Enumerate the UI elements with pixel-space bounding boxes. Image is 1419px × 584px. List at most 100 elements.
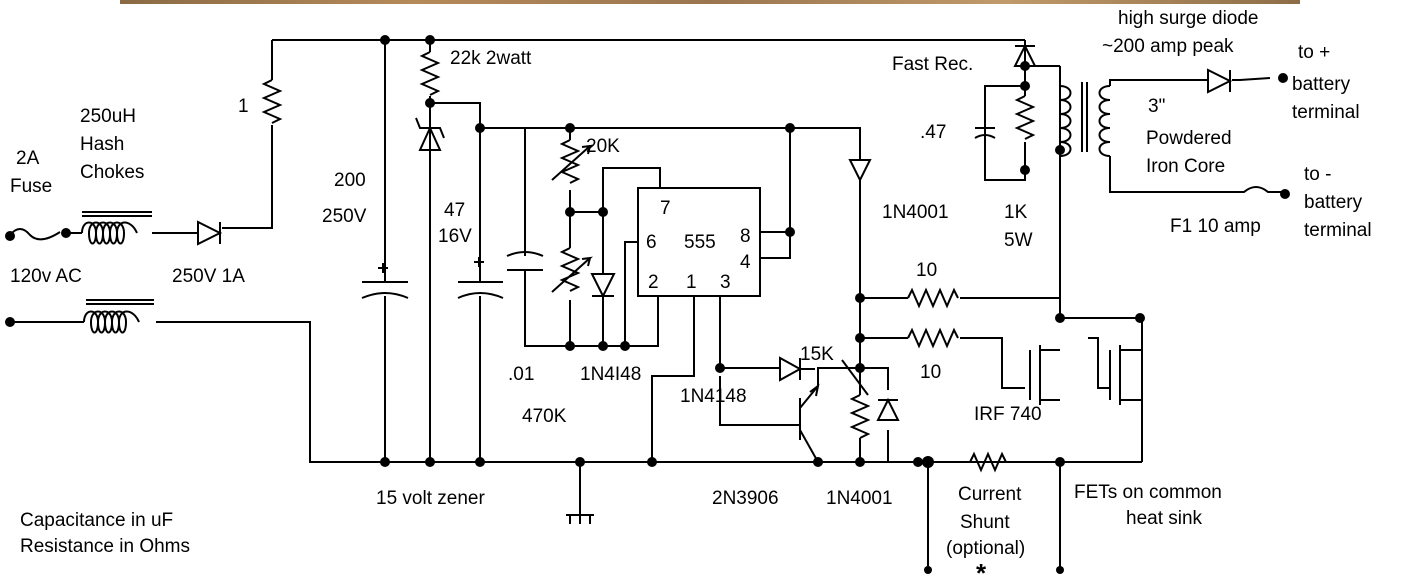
resistor-1k xyxy=(1014,86,1036,170)
label-c047: .47 xyxy=(920,122,947,143)
choke-2 xyxy=(83,310,140,334)
r1-wire xyxy=(222,40,273,229)
diode-1n4148-b xyxy=(779,356,815,382)
mosfet-1 xyxy=(1029,345,1060,405)
label-cap-16v: 16V xyxy=(438,226,472,247)
label-fets: FETs on common xyxy=(1074,482,1222,503)
pnp-2n3906 xyxy=(719,367,860,463)
label-1n4001-bot: 1N4001 xyxy=(826,488,893,509)
label-terminal-plus: terminal xyxy=(1292,102,1360,123)
cap-47-wire xyxy=(479,127,861,462)
pin2-wire xyxy=(625,296,659,347)
label-chokes: Chokes xyxy=(80,162,145,183)
r15k-callout xyxy=(841,359,869,396)
label-1n4148-b: 1N4148 xyxy=(680,386,747,407)
cap-01 xyxy=(506,251,544,271)
label-powdered: Powdered xyxy=(1146,128,1232,149)
fuse-node xyxy=(61,228,71,238)
label-resistance-note: Resistance in Ohms xyxy=(20,536,191,557)
label-current: Current xyxy=(958,484,1022,505)
cap-047 xyxy=(974,127,996,139)
label-battery-plus: battery xyxy=(1292,74,1351,95)
cap-200 xyxy=(361,281,409,299)
secondary-coil xyxy=(1098,85,1111,157)
label-fuse: Fuse xyxy=(10,176,53,197)
label-to-minus: to - xyxy=(1304,164,1332,185)
c01-wire xyxy=(524,128,625,347)
primary-wire xyxy=(984,40,1026,181)
pin1-wire xyxy=(651,296,695,462)
zener-15v xyxy=(415,117,445,151)
label-cap-250v: 250V xyxy=(322,206,367,227)
mosfet-2 xyxy=(1088,337,1142,405)
photo-strip xyxy=(120,0,1300,4)
ac-terminal-2 xyxy=(5,317,15,327)
label-high-surge-diode: high surge diode xyxy=(1118,8,1259,29)
pnp-arrow xyxy=(809,383,820,397)
cap-47-plus xyxy=(474,257,484,267)
label-120v-ac: 120v AC xyxy=(10,266,82,287)
secondary-wire xyxy=(1109,77,1285,193)
diode-250v xyxy=(197,220,223,246)
label-250v-1a: 250V 1A xyxy=(172,266,245,287)
cap-47 xyxy=(457,281,504,299)
label-fuse-2a: 2A xyxy=(16,148,40,169)
label-cap-200: 200 xyxy=(334,170,366,191)
shunt-wire xyxy=(927,462,1061,570)
label-2n3906: 2N3906 xyxy=(712,488,779,509)
label-pin6: 6 xyxy=(646,232,657,253)
label-shunt: Shunt xyxy=(960,512,1010,533)
surge-diode xyxy=(1207,68,1233,94)
label-amp-peak: ~200 amp peak xyxy=(1102,36,1234,57)
label-cap-47: 47 xyxy=(444,200,466,221)
label-250uh: 250uH xyxy=(80,106,136,127)
label-to-plus: to + xyxy=(1298,42,1331,63)
junction-dots xyxy=(380,35,1145,574)
label-r15k: 15K xyxy=(800,344,834,365)
label-r10b: 10 xyxy=(920,362,942,383)
resistor-10a xyxy=(907,287,959,309)
label-pin3: 3 xyxy=(720,272,731,293)
label-fast-rec: Fast Rec. xyxy=(892,54,974,75)
battery-minus-terminal xyxy=(1280,189,1290,199)
ac-line-2 xyxy=(10,321,1142,463)
label-irf740: IRF 740 xyxy=(974,404,1042,425)
resistor-22k xyxy=(419,51,441,96)
ac-terminal-1 xyxy=(5,231,15,241)
core-lines xyxy=(1081,82,1088,152)
resistor-10b xyxy=(907,327,959,349)
pot-470k xyxy=(551,247,594,293)
resistor-15k xyxy=(849,394,871,462)
label-iron-core: Iron Core xyxy=(1146,156,1226,177)
label-zener-15v: 15 volt zener xyxy=(376,488,485,509)
label-r1: 1 xyxy=(238,96,249,117)
label-r20k: 20K xyxy=(586,136,620,157)
primary-coil xyxy=(1059,66,1072,180)
label-pin7: 7 xyxy=(660,198,671,219)
diode-1n4001-bot xyxy=(876,397,900,421)
label-555: 555 xyxy=(684,232,716,253)
r15k-wire xyxy=(859,338,889,462)
r22k-wire xyxy=(429,40,481,462)
cap-200-plus xyxy=(378,263,388,273)
resistor-1 xyxy=(261,79,283,124)
diode-1n4148-a xyxy=(590,273,616,346)
diode-1n4001-top xyxy=(848,159,872,298)
resistor-shunt xyxy=(969,451,1007,473)
pot-20k xyxy=(551,139,594,184)
label-r5w: 5W xyxy=(1004,230,1033,251)
battery-plus-terminal xyxy=(1278,73,1288,83)
label-r22k: 22k 2watt xyxy=(450,48,532,69)
label-star: * xyxy=(976,558,987,584)
label-optional: (optional) xyxy=(946,538,1026,559)
pin7-wire xyxy=(570,167,661,274)
label-pin1: 1 xyxy=(686,272,697,293)
pin3-wire xyxy=(719,296,780,369)
choke-1-core xyxy=(82,211,152,217)
choke-2-core xyxy=(86,299,154,305)
label-f1: F1 10 amp xyxy=(1170,216,1261,237)
gate-wire-2 xyxy=(859,298,1025,389)
label-pin4: 4 xyxy=(740,252,751,273)
ground-symbol xyxy=(566,462,594,524)
